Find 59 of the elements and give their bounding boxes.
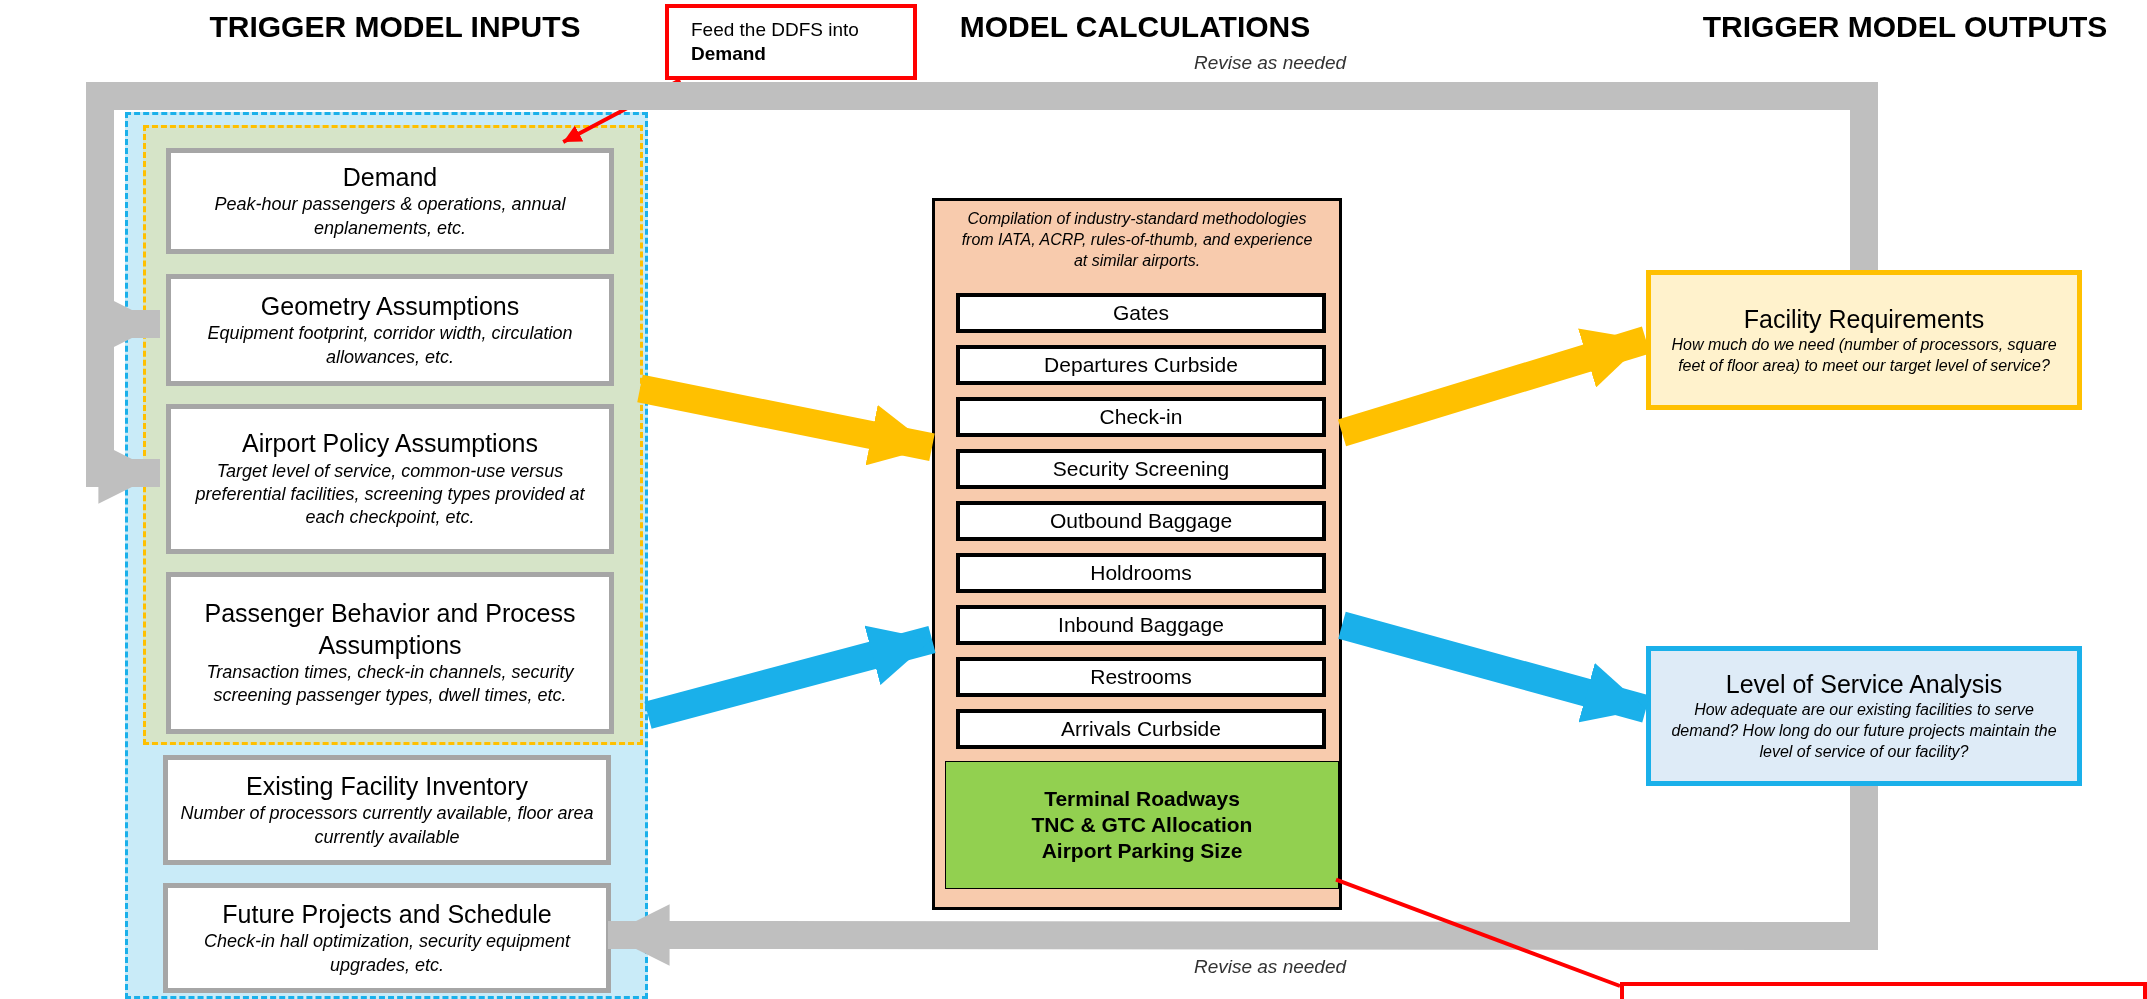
box-description: Equipment footprint, corridor width, circulation allowances, etc. bbox=[206, 322, 574, 369]
dashed-group-box bbox=[143, 125, 643, 745]
calculation-panel bbox=[932, 198, 1342, 910]
arrow bbox=[637, 374, 935, 466]
box-description: Compilation of industry-standard methodologies from IATA, ACRP, rules-of-thumb, and experience at similar airports. bbox=[960, 209, 1314, 271]
process-box bbox=[956, 501, 1326, 541]
box-description: Transaction times, check-in channels, security screening passenger types, dwell times, etc. bbox=[205, 660, 575, 708]
box-title: Existing Facility Inventory bbox=[244, 771, 529, 802]
process-box bbox=[956, 657, 1326, 697]
process-box bbox=[956, 449, 1326, 489]
column-heading: MODEL CALCULATIONS bbox=[959, 10, 1311, 44]
box-description: Check-in hall optimization, security equipment upgrades, etc. bbox=[202, 930, 572, 977]
box-title: Demand bbox=[341, 162, 439, 193]
process-box bbox=[956, 709, 1326, 749]
column-heading: TRIGGER MODEL INPUTS bbox=[209, 10, 581, 44]
dashed-group-box bbox=[125, 112, 648, 999]
box-title: Passenger Behavior and Process Assumptions bbox=[203, 598, 577, 661]
input-box bbox=[166, 404, 614, 554]
highlight-box bbox=[945, 761, 1339, 889]
box-title: Facility Requirements bbox=[1742, 303, 1986, 335]
box-title: Airport Policy Assumptions bbox=[241, 428, 539, 460]
box-title: Departures Curbside bbox=[1043, 351, 1239, 378]
box-title: Feed the DDFS into Demand bbox=[690, 18, 860, 66]
input-box bbox=[166, 572, 614, 734]
input-box bbox=[163, 883, 611, 993]
box-description: Target level of service, common-use versus preferential facilities, screening types provided at each checkpoint, etc. bbox=[194, 459, 586, 530]
box-title: Airport Parking Size bbox=[1040, 838, 1244, 865]
input-box bbox=[163, 755, 611, 865]
process-box bbox=[956, 345, 1326, 385]
box-title: Security Screening bbox=[1051, 455, 1231, 482]
input-box bbox=[166, 274, 614, 386]
box-description: How adequate are our existing facilities to serve demand? How long do our future projects maintain the level of service of our facility? bbox=[1670, 700, 2058, 762]
process-box bbox=[956, 553, 1326, 593]
box-title: Terminal Roadways bbox=[1043, 785, 1241, 812]
process-box bbox=[956, 293, 1326, 333]
process-box bbox=[956, 605, 1326, 645]
arrow bbox=[644, 625, 936, 729]
box-title: Geometry Assumptions bbox=[259, 291, 521, 322]
box-title: Future Projects and Schedule bbox=[221, 899, 553, 930]
box-title: TNC & GTC Allocation bbox=[1030, 811, 1254, 838]
box-title: Arrivals Curbside bbox=[1060, 715, 1222, 742]
box-title: Gates bbox=[1112, 299, 1170, 326]
box-title: Outbound Baggage bbox=[1048, 507, 1234, 534]
output-box bbox=[1646, 646, 2082, 786]
column-heading: TRIGGER MODEL OUTPUTS bbox=[1702, 10, 2108, 44]
connector-line bbox=[1335, 877, 1621, 988]
box-title: Level of Service Analysis bbox=[1724, 669, 2004, 701]
input-box bbox=[166, 148, 614, 254]
box-title: Inbound Baggage bbox=[1057, 611, 1225, 638]
box-title: Check-in bbox=[1098, 403, 1184, 430]
box-description: Peak-hour passengers & operations, annual enplanements, etc. bbox=[213, 193, 567, 240]
box-title: Holdrooms bbox=[1089, 559, 1193, 586]
callout-box bbox=[665, 4, 917, 80]
output-box bbox=[1646, 270, 2082, 410]
arrow bbox=[608, 786, 1878, 966]
box-description: Number of processors currently available, floor area currently available bbox=[179, 802, 595, 849]
process-box bbox=[956, 397, 1326, 437]
box-title: Restrooms bbox=[1089, 663, 1193, 690]
box-description: How much do we need (number of processors, square feet of floor area) to meet our target level of service? bbox=[1670, 334, 2058, 376]
